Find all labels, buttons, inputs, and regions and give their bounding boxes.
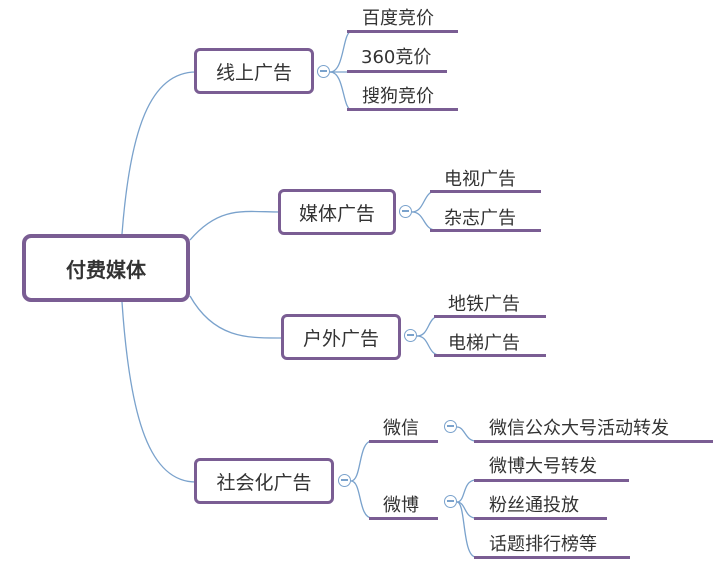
- node-weixin[interactable]: 微信: [383, 418, 419, 439]
- leaf-underline: [474, 479, 629, 482]
- leaf-wechat-account-reposts[interactable]: 微信公众大号活动转发: [489, 418, 669, 439]
- leaf-underline: [430, 190, 541, 193]
- leaf-underline: [347, 30, 458, 33]
- leaf-baidu-bidding[interactable]: 百度竞价: [362, 8, 434, 29]
- root-node[interactable]: 付费媒体: [22, 234, 190, 302]
- leaf-underline: [434, 315, 546, 318]
- leaf-elevator-ads[interactable]: 电梯广告: [448, 333, 520, 354]
- leaf-magazine-ads[interactable]: 杂志广告: [444, 208, 516, 229]
- collapse-toggle-icon[interactable]: [338, 474, 351, 487]
- leaf-fans-tong[interactable]: 粉丝通投放: [489, 495, 579, 516]
- node-social-ads[interactable]: 社会化广告: [194, 458, 334, 504]
- leaf-underline: [474, 440, 713, 443]
- node-online-ads[interactable]: 线上广告: [194, 48, 314, 94]
- leaf-tv-ads[interactable]: 电视广告: [444, 169, 516, 190]
- leaf-underline: [474, 556, 630, 559]
- leaf-underline: [434, 354, 546, 357]
- node-outdoor-ads[interactable]: 户外广告: [281, 314, 401, 360]
- leaf-subway-ads[interactable]: 地铁广告: [448, 294, 520, 315]
- leaf-underline: [347, 108, 458, 111]
- collapse-toggle-icon[interactable]: [444, 420, 457, 433]
- leaf-topic-ranking[interactable]: 话题排行榜等: [489, 534, 597, 555]
- leaf-underline: [474, 517, 607, 520]
- collapse-toggle-icon[interactable]: [399, 205, 412, 218]
- leaf-underline: [430, 229, 541, 232]
- leaf-360-bidding[interactable]: 360竞价: [361, 47, 432, 68]
- leaf-underline: [347, 70, 447, 73]
- leaf-underline: [369, 440, 438, 443]
- node-media-ads[interactable]: 媒体广告: [278, 189, 396, 235]
- leaf-sogou-bidding[interactable]: 搜狗竞价: [362, 86, 434, 107]
- collapse-toggle-icon[interactable]: [404, 329, 417, 342]
- collapse-toggle-icon[interactable]: [444, 495, 457, 508]
- leaf-underline: [369, 517, 438, 520]
- collapse-toggle-icon[interactable]: [317, 65, 330, 78]
- node-weibo[interactable]: 微博: [383, 495, 419, 516]
- leaf-weibo-kol-reposts[interactable]: 微博大号转发: [489, 456, 597, 477]
